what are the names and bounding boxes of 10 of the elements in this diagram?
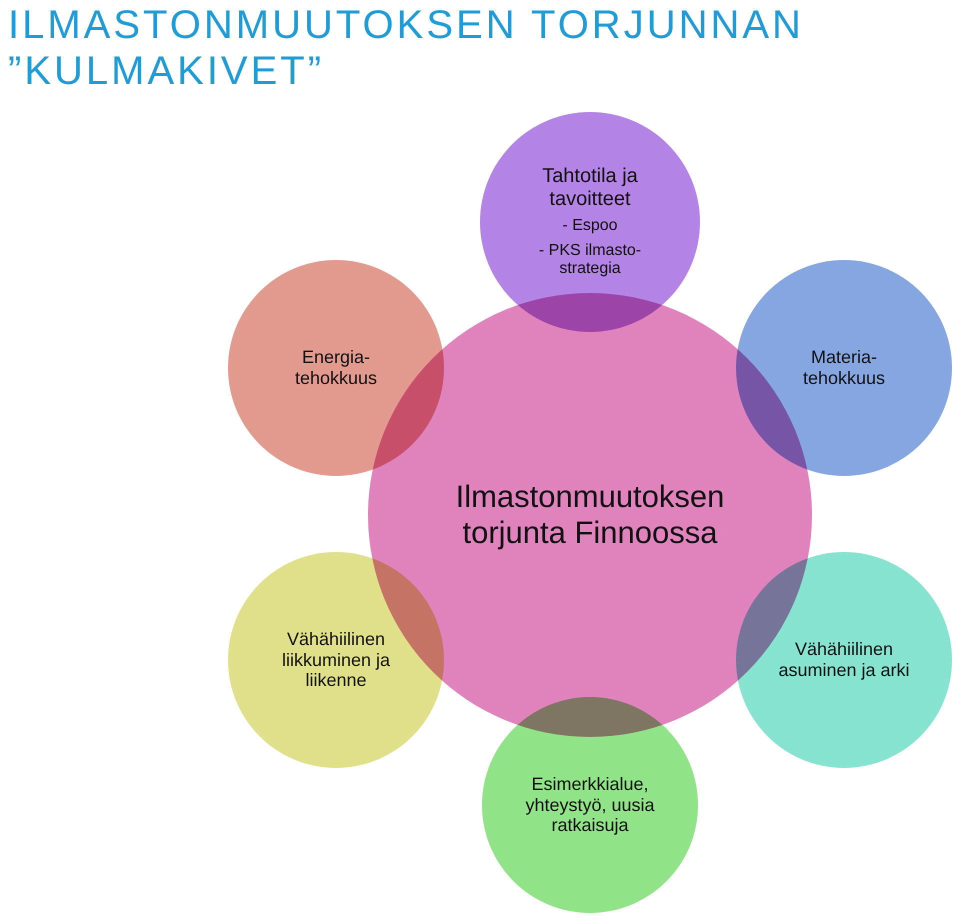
circle-note: - PKS ilmasto-strategia — [538, 242, 642, 279]
circle-label: Tahtotila ja tavoitteet — [541, 165, 639, 212]
circle-label: Vähähiilinen liikkuminen ja liikenne — [280, 628, 392, 692]
circle-label: Vähähiilinen asuminen ja arki — [777, 639, 911, 681]
title: ILMASTONMUUTOKSEN TORJUNNAN ”KULMAKIVET” — [8, 2, 805, 94]
circle-label: Materia-tehokkuus — [802, 347, 886, 389]
circle-label: Esimerkkialue, yhteystyö, uusia ratkaisuja — [524, 774, 656, 836]
circle-note: - Espoo — [561, 217, 619, 236]
circle-label: Energia-tehokkuus — [294, 347, 378, 389]
circle-label: Ilmastonmuutoksen torjunta Finnoossa — [454, 479, 726, 551]
